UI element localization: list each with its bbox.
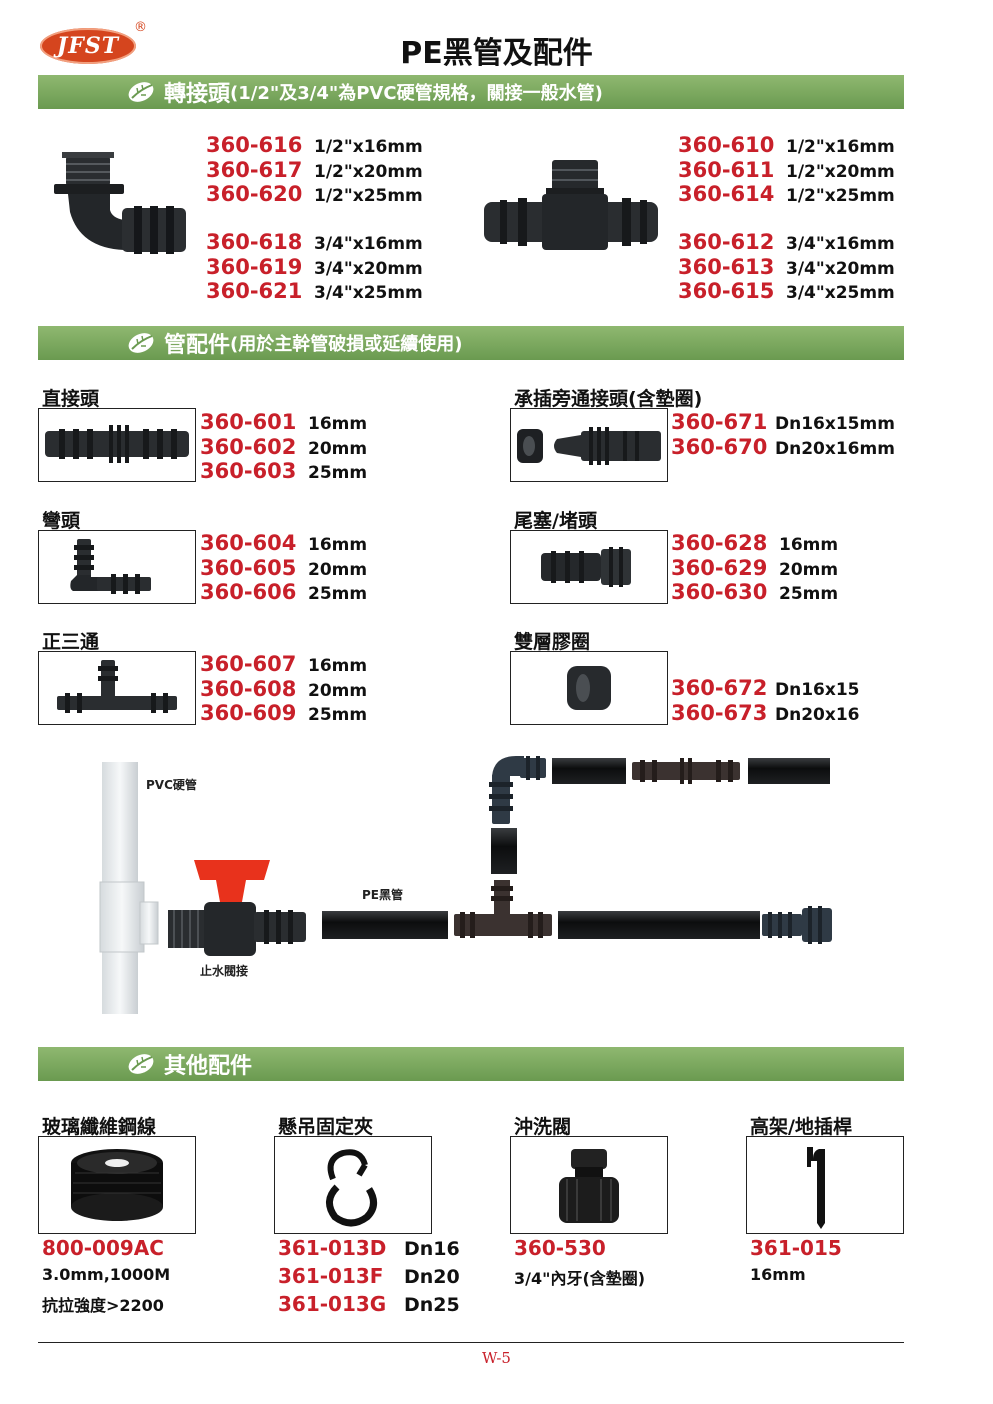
section-subtitle: (用於主幹管破損或延續使用) <box>230 334 463 355</box>
fiberglass-wire-label: 玻璃纖維鋼線 <box>42 1116 157 1138</box>
grommet-label: 雙層膠圈 <box>514 631 591 653</box>
section-title: 其他配件 <box>164 1054 253 1079</box>
tee-image <box>38 651 196 725</box>
stake-label: 高架/地插桿 <box>750 1116 852 1138</box>
flush-valve-code: 360-530 <box>514 1236 606 1260</box>
hanging-clip-image <box>274 1136 432 1234</box>
pe-pipe-label: PE黑管 <box>362 888 403 902</box>
pvc-pipe-label: PVC硬管 <box>146 778 197 792</box>
footer-divider <box>38 1342 904 1343</box>
endplug-label: 尾塞/堵頭 <box>514 510 597 532</box>
section-band-others: 其他配件 <box>38 1047 904 1081</box>
tee-adapter-image <box>484 160 658 250</box>
section-title: 轉接頭 <box>164 82 231 107</box>
logo-text: JFST <box>56 33 120 59</box>
elbow-label: 彎頭 <box>42 510 81 532</box>
installation-diagram <box>99 756 832 1014</box>
leaf-icon <box>124 79 158 105</box>
grommet-image <box>510 651 668 725</box>
flush-valve-image <box>510 1136 668 1234</box>
flush-valve-spec: 3/4"內牙(含墊圈) <box>514 1269 646 1288</box>
fiberglass-wire-image <box>38 1136 196 1234</box>
leaf-icon <box>124 1051 158 1077</box>
section-band-adapters: 轉接頭 (1/2"及3/4"為PVC硬管規格，關接一般水管) <box>38 75 904 109</box>
hanging-clip-label: 懸吊固定夾 <box>278 1116 374 1138</box>
section-subtitle: (1/2"及3/4"為PVC硬管規格，關接一般水管) <box>230 83 603 104</box>
endplug-image <box>510 530 668 604</box>
bypass-label: 承插旁通接頭(含墊圈) <box>514 388 703 410</box>
stake-spec: 16mm <box>750 1265 806 1284</box>
stake-code: 361-015 <box>750 1236 842 1260</box>
elbow-adapter-image <box>54 152 186 254</box>
fiberglass-wire-spec: 3.0mm,1000M <box>42 1265 171 1284</box>
section-band-pipe-fittings: 管配件 (用於主幹管破損或延續使用) <box>38 326 904 360</box>
page-number: W-5 <box>482 1349 511 1367</box>
valve-label: 止水閥接 <box>200 964 249 978</box>
section-title: 管配件 <box>164 333 231 358</box>
brand-logo: JFST <box>40 28 136 64</box>
flush-valve-label: 沖洗閥 <box>514 1116 572 1138</box>
straight-connector-label: 直接頭 <box>42 388 100 410</box>
page-title: PE黑管及配件 <box>400 36 593 71</box>
bypass-image <box>510 408 668 482</box>
registered-mark: ® <box>134 20 147 35</box>
leaf-icon <box>124 330 158 356</box>
elbow-image <box>38 530 196 604</box>
fiberglass-wire-code: 800-009AC <box>42 1236 164 1260</box>
tee-label: 正三通 <box>42 631 100 653</box>
straight-connector-image <box>38 408 196 482</box>
fiberglass-wire-strength: 抗拉強度>2200 <box>42 1296 164 1315</box>
stake-image <box>746 1136 904 1234</box>
